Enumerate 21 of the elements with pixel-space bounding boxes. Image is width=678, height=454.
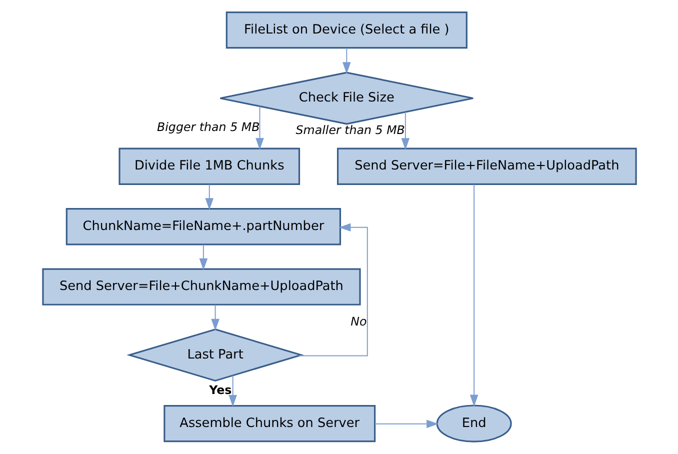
arrow	[298, 223, 368, 356]
arrow	[204, 184, 214, 210]
arrow	[255, 106, 264, 150]
arrow	[374, 420, 438, 428]
arrow	[198, 244, 208, 270]
edge-label: Smaller than 5 MB	[295, 122, 404, 137]
node-box: Send Server=File+FileName+UploadPath	[336, 148, 636, 185]
node-diamond: Last Part	[126, 328, 304, 382]
arrow	[400, 112, 410, 150]
node-box: Send Server=File+ChunkName+UploadPath	[42, 268, 360, 306]
node-box: FileList on Device (Select a file )	[225, 12, 467, 49]
node-box: ChunkName=FileName+.partNumber	[65, 208, 341, 246]
arrow	[469, 184, 478, 407]
arrow	[210, 304, 219, 331]
node-box: Assemble Chunks on Server	[163, 404, 376, 442]
node-ellipse: End	[436, 404, 512, 442]
arrow	[342, 47, 350, 74]
node-box: Divide File 1MB Chunks	[118, 148, 300, 185]
arrow	[228, 375, 236, 407]
edge-label: Yes	[208, 383, 232, 398]
edge-label: No	[350, 314, 366, 329]
